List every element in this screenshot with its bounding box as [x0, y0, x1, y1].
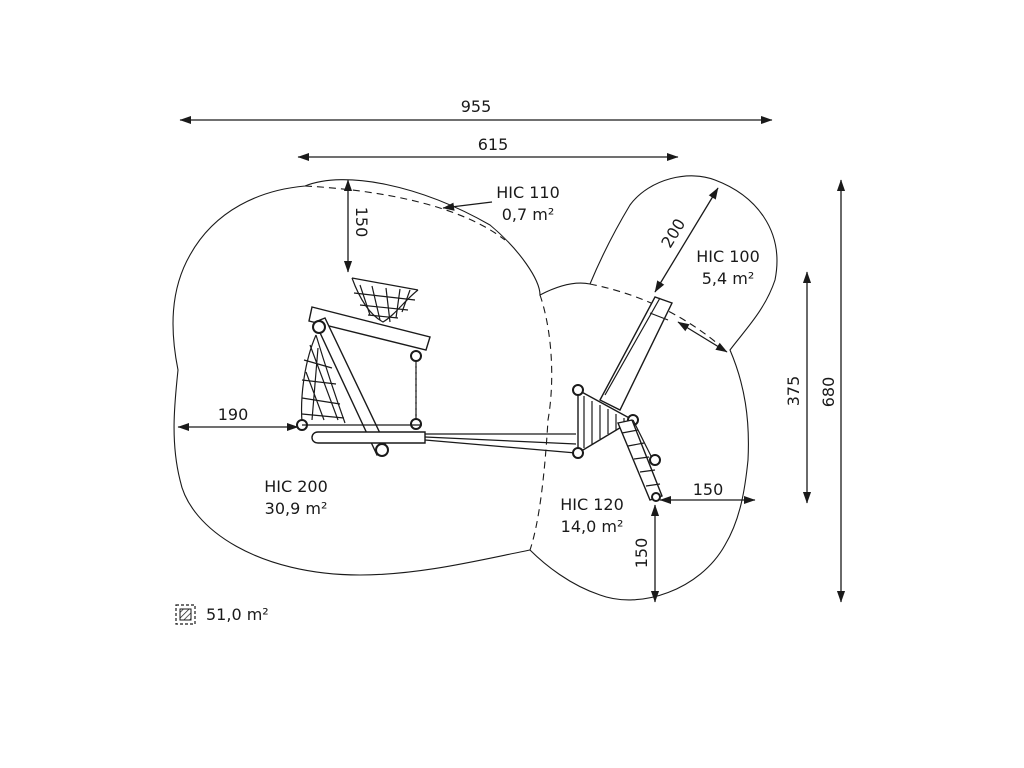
dimension-frame-width: 615 [297, 135, 679, 162]
dimension-tower-depth: 375 [784, 271, 812, 504]
side-clearance-label: 150 [693, 480, 724, 499]
dimension-slide-exit-marker [677, 321, 728, 353]
slide [599, 296, 673, 411]
frame-width-label: 615 [478, 135, 509, 154]
total-area-label: 51,0 m² [206, 605, 269, 624]
ground-log [302, 424, 426, 444]
net-clearance-label: 150 [352, 207, 371, 238]
dimension-overall-width: 955 [179, 97, 773, 125]
dimension-net-clearance: 150 [343, 179, 371, 273]
zone-hic200: HIC 200 30,9 m² [264, 477, 328, 518]
zone-hic120: HIC 120 14,0 m² [560, 495, 624, 536]
hic200-area: 30,9 m² [265, 499, 328, 518]
overall-depth-label: 680 [819, 377, 838, 408]
hanging-post [410, 350, 422, 430]
hic100-label: HIC 100 [696, 247, 760, 266]
top-beam [308, 306, 431, 351]
hic120-area: 14,0 m² [561, 517, 624, 536]
handle-post [632, 419, 661, 466]
safety-zone-outline [172, 175, 778, 601]
slide-clearance-label: 200 [657, 215, 689, 251]
overall-width-label: 955 [461, 97, 492, 116]
left-clearance-label: 190 [218, 405, 249, 424]
hatched-area-icon [175, 604, 196, 625]
rope-net [296, 334, 346, 431]
rope-bridge [424, 433, 577, 454]
inner-zone-boundaries [304, 185, 726, 551]
diagonal-log [312, 317, 389, 457]
hic100-area: 5,4 m² [702, 269, 755, 288]
dimension-overall-depth: 680 [819, 179, 846, 603]
climbing-net [351, 277, 419, 323]
climbing-steps [617, 419, 663, 502]
hic110-leader [442, 201, 493, 211]
play-equipment [296, 277, 673, 502]
legend: 51,0 m² [175, 604, 269, 625]
dimension-bottom-clearance: 150 [632, 504, 660, 603]
zone-hic100: HIC 100 5,4 m² [696, 247, 760, 288]
hic110-area: 0,7 m² [502, 205, 555, 224]
dimension-side-clearance: 150 [659, 480, 756, 505]
hic200-label: HIC 200 [264, 477, 328, 496]
hic110-label: HIC 110 [496, 183, 560, 202]
zone-hic110: HIC 110 0,7 m² [496, 183, 560, 224]
hic120-label: HIC 120 [560, 495, 624, 514]
dimension-left-clearance: 190 [177, 405, 299, 432]
tower-depth-label: 375 [784, 376, 803, 407]
bottom-clearance-label: 150 [632, 538, 651, 569]
